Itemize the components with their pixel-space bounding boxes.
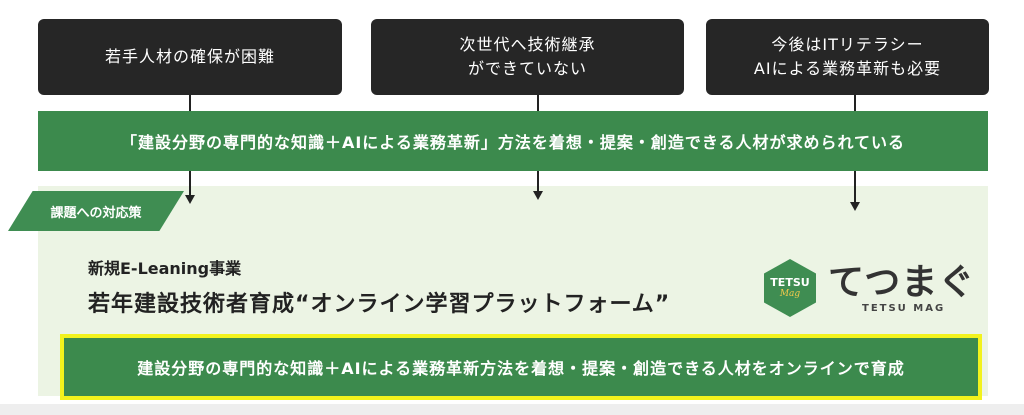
goal-bar: 建設分野の専門的な知識＋AIによる業務革新方法を着想・提案・創造できる人材をオン… bbox=[60, 334, 982, 400]
connector-line-3-top bbox=[854, 95, 856, 111]
project-title: 若年建設技術者育成“オンライン学習プラットフォーム” bbox=[88, 292, 671, 317]
requirement-bar: 「建設分野の専門的な知識＋AIによる業務革新」方法を着想・提案・創造できる人材が… bbox=[38, 111, 988, 171]
logo-badge-text: TETSU bbox=[770, 276, 810, 289]
connector-line-2-bottom bbox=[537, 171, 539, 191]
connector-line-3-bottom bbox=[854, 171, 856, 202]
arrow-down-icon-3 bbox=[850, 202, 860, 211]
tetsumag-logo-icon: TETSU Mag bbox=[764, 259, 816, 317]
connector-line-1-top bbox=[189, 95, 191, 111]
connector-line-2-top bbox=[537, 95, 539, 111]
issue-box-talent: 若手人材の確保が困難 bbox=[38, 19, 342, 95]
bottom-strip bbox=[0, 404, 1024, 415]
solution-tag: 課題への対応策 bbox=[8, 191, 184, 231]
issue-box-succession: 次世代へ技術継承 ができていない bbox=[371, 19, 684, 95]
logo-subtext: TETSU MAG bbox=[862, 303, 946, 314]
project-subtitle: 新規E-Leaning事業 bbox=[88, 259, 242, 278]
arrow-down-icon-1 bbox=[185, 195, 195, 204]
connector-line-1-bottom bbox=[189, 171, 191, 195]
arrow-down-icon-2 bbox=[533, 191, 543, 200]
logo-name: てつまぐ bbox=[828, 262, 976, 303]
issue-box-it-literacy: 今後はITリテラシー AIによる業務革新も必要 bbox=[706, 19, 989, 95]
logo-badge-sub: Mag bbox=[779, 289, 801, 299]
